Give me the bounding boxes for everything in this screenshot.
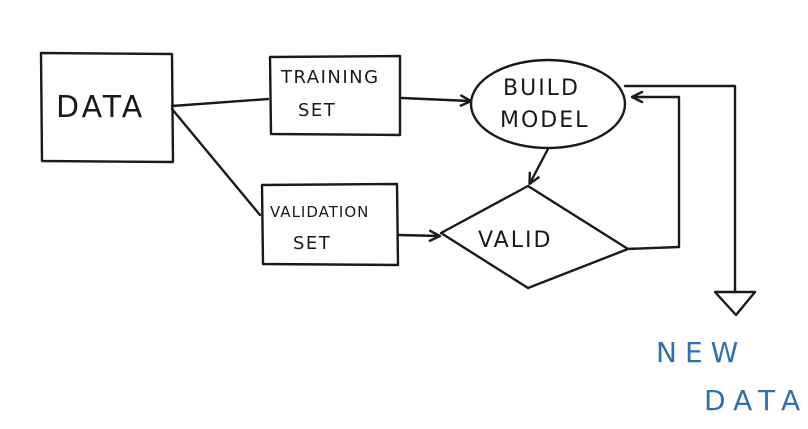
- training-set-box: [268, 54, 402, 137]
- output-triangle: [713, 290, 757, 317]
- valid-diamond: [439, 184, 630, 290]
- edge-data-to-validation: [170, 107, 262, 217]
- build-model-label-line2: MODEL: [500, 108, 589, 133]
- build-model-node: BUILD MODEL: [469, 58, 627, 150]
- validation-set-node: VALIDATION SET: [260, 182, 400, 267]
- data-node: DATA: [39, 51, 175, 164]
- validation-set-label-line1: VALIDATION: [270, 203, 369, 221]
- edge-training-to-build: [400, 94, 473, 107]
- new-data-label-line2: DATA: [704, 384, 808, 417]
- validation-set-label-line2: SET: [293, 233, 331, 254]
- training-set-node: TRAINING SET: [268, 54, 402, 137]
- edge-data-to-training: [170, 97, 270, 108]
- validation-set-box: [260, 182, 400, 267]
- build-model-ellipse: [469, 58, 627, 150]
- edge-build-to-new-data: [623, 84, 737, 294]
- valid-label: VALID: [478, 228, 552, 253]
- edge-valid-feedback-to-build: [624, 90, 681, 251]
- edge-build-to-valid: [528, 147, 550, 186]
- training-set-label-line2: SET: [298, 100, 336, 121]
- data-box: [39, 51, 175, 164]
- new-data-label-line1: NEW: [656, 336, 746, 369]
- data-label: DATA: [56, 90, 145, 125]
- edge-validation-to-valid: [397, 229, 442, 242]
- build-model-label-line1: BUILD: [503, 76, 580, 101]
- valid-node: VALID: [439, 184, 630, 290]
- training-set-label-line1: TRAINING: [280, 67, 380, 88]
